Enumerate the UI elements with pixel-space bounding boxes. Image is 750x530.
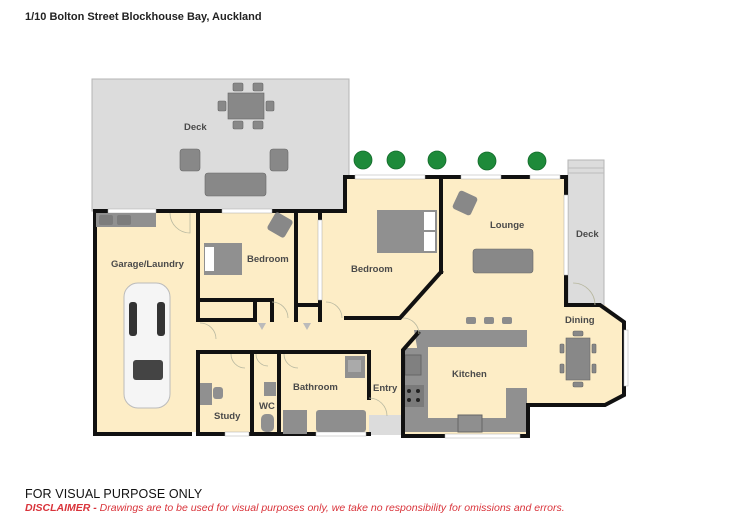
label-garage-laundry: Garage/Laundry (111, 259, 185, 270)
label-kitchen: Kitchen (452, 369, 487, 380)
cooktop (404, 385, 424, 407)
deck-armchair-left (179, 148, 201, 172)
label-bedroom-1: Bedroom (351, 264, 393, 275)
car-icon (123, 282, 171, 409)
label-dining: Dining (565, 315, 595, 326)
trees (353, 150, 547, 171)
label-bedroom-2: Bedroom (247, 254, 289, 265)
disclaimer-text: Drawings are to be used for visual purpo… (96, 502, 565, 514)
lounge-armchair (452, 190, 478, 216)
interior-floor (95, 177, 624, 436)
kitchen-counter (414, 330, 527, 432)
shower (283, 410, 307, 434)
toilet (261, 414, 274, 432)
dining-table (559, 330, 597, 388)
disclaimer-label: DISCLAIMER - (25, 502, 97, 514)
deck-dining-table (217, 82, 275, 130)
visual-purpose-notice: FOR VISUAL PURPOSE ONLY (25, 487, 203, 501)
label-lounge: Lounge (490, 220, 524, 231)
study-desk (200, 383, 212, 405)
label-deck-side: Deck (576, 229, 599, 240)
deck-sofa (204, 172, 267, 197)
property-address-title: 1/10 Bolton Street Blockhouse Bay, Auckl… (25, 11, 262, 23)
label-deck-main: Deck (184, 122, 207, 133)
disclaimer: DISCLAIMER - Drawings are to be used for… (25, 502, 565, 514)
label-entry: Entry (373, 383, 398, 394)
kitchen-sink (457, 414, 483, 433)
label-wc: WC (259, 401, 275, 412)
lounge-sofa (472, 248, 534, 274)
bathtub (316, 410, 366, 432)
deck-armchair-right (269, 148, 289, 172)
label-bathroom: Bathroom (293, 382, 338, 393)
label-study: Study (214, 411, 241, 422)
armchair-bedroom-2 (267, 212, 293, 238)
